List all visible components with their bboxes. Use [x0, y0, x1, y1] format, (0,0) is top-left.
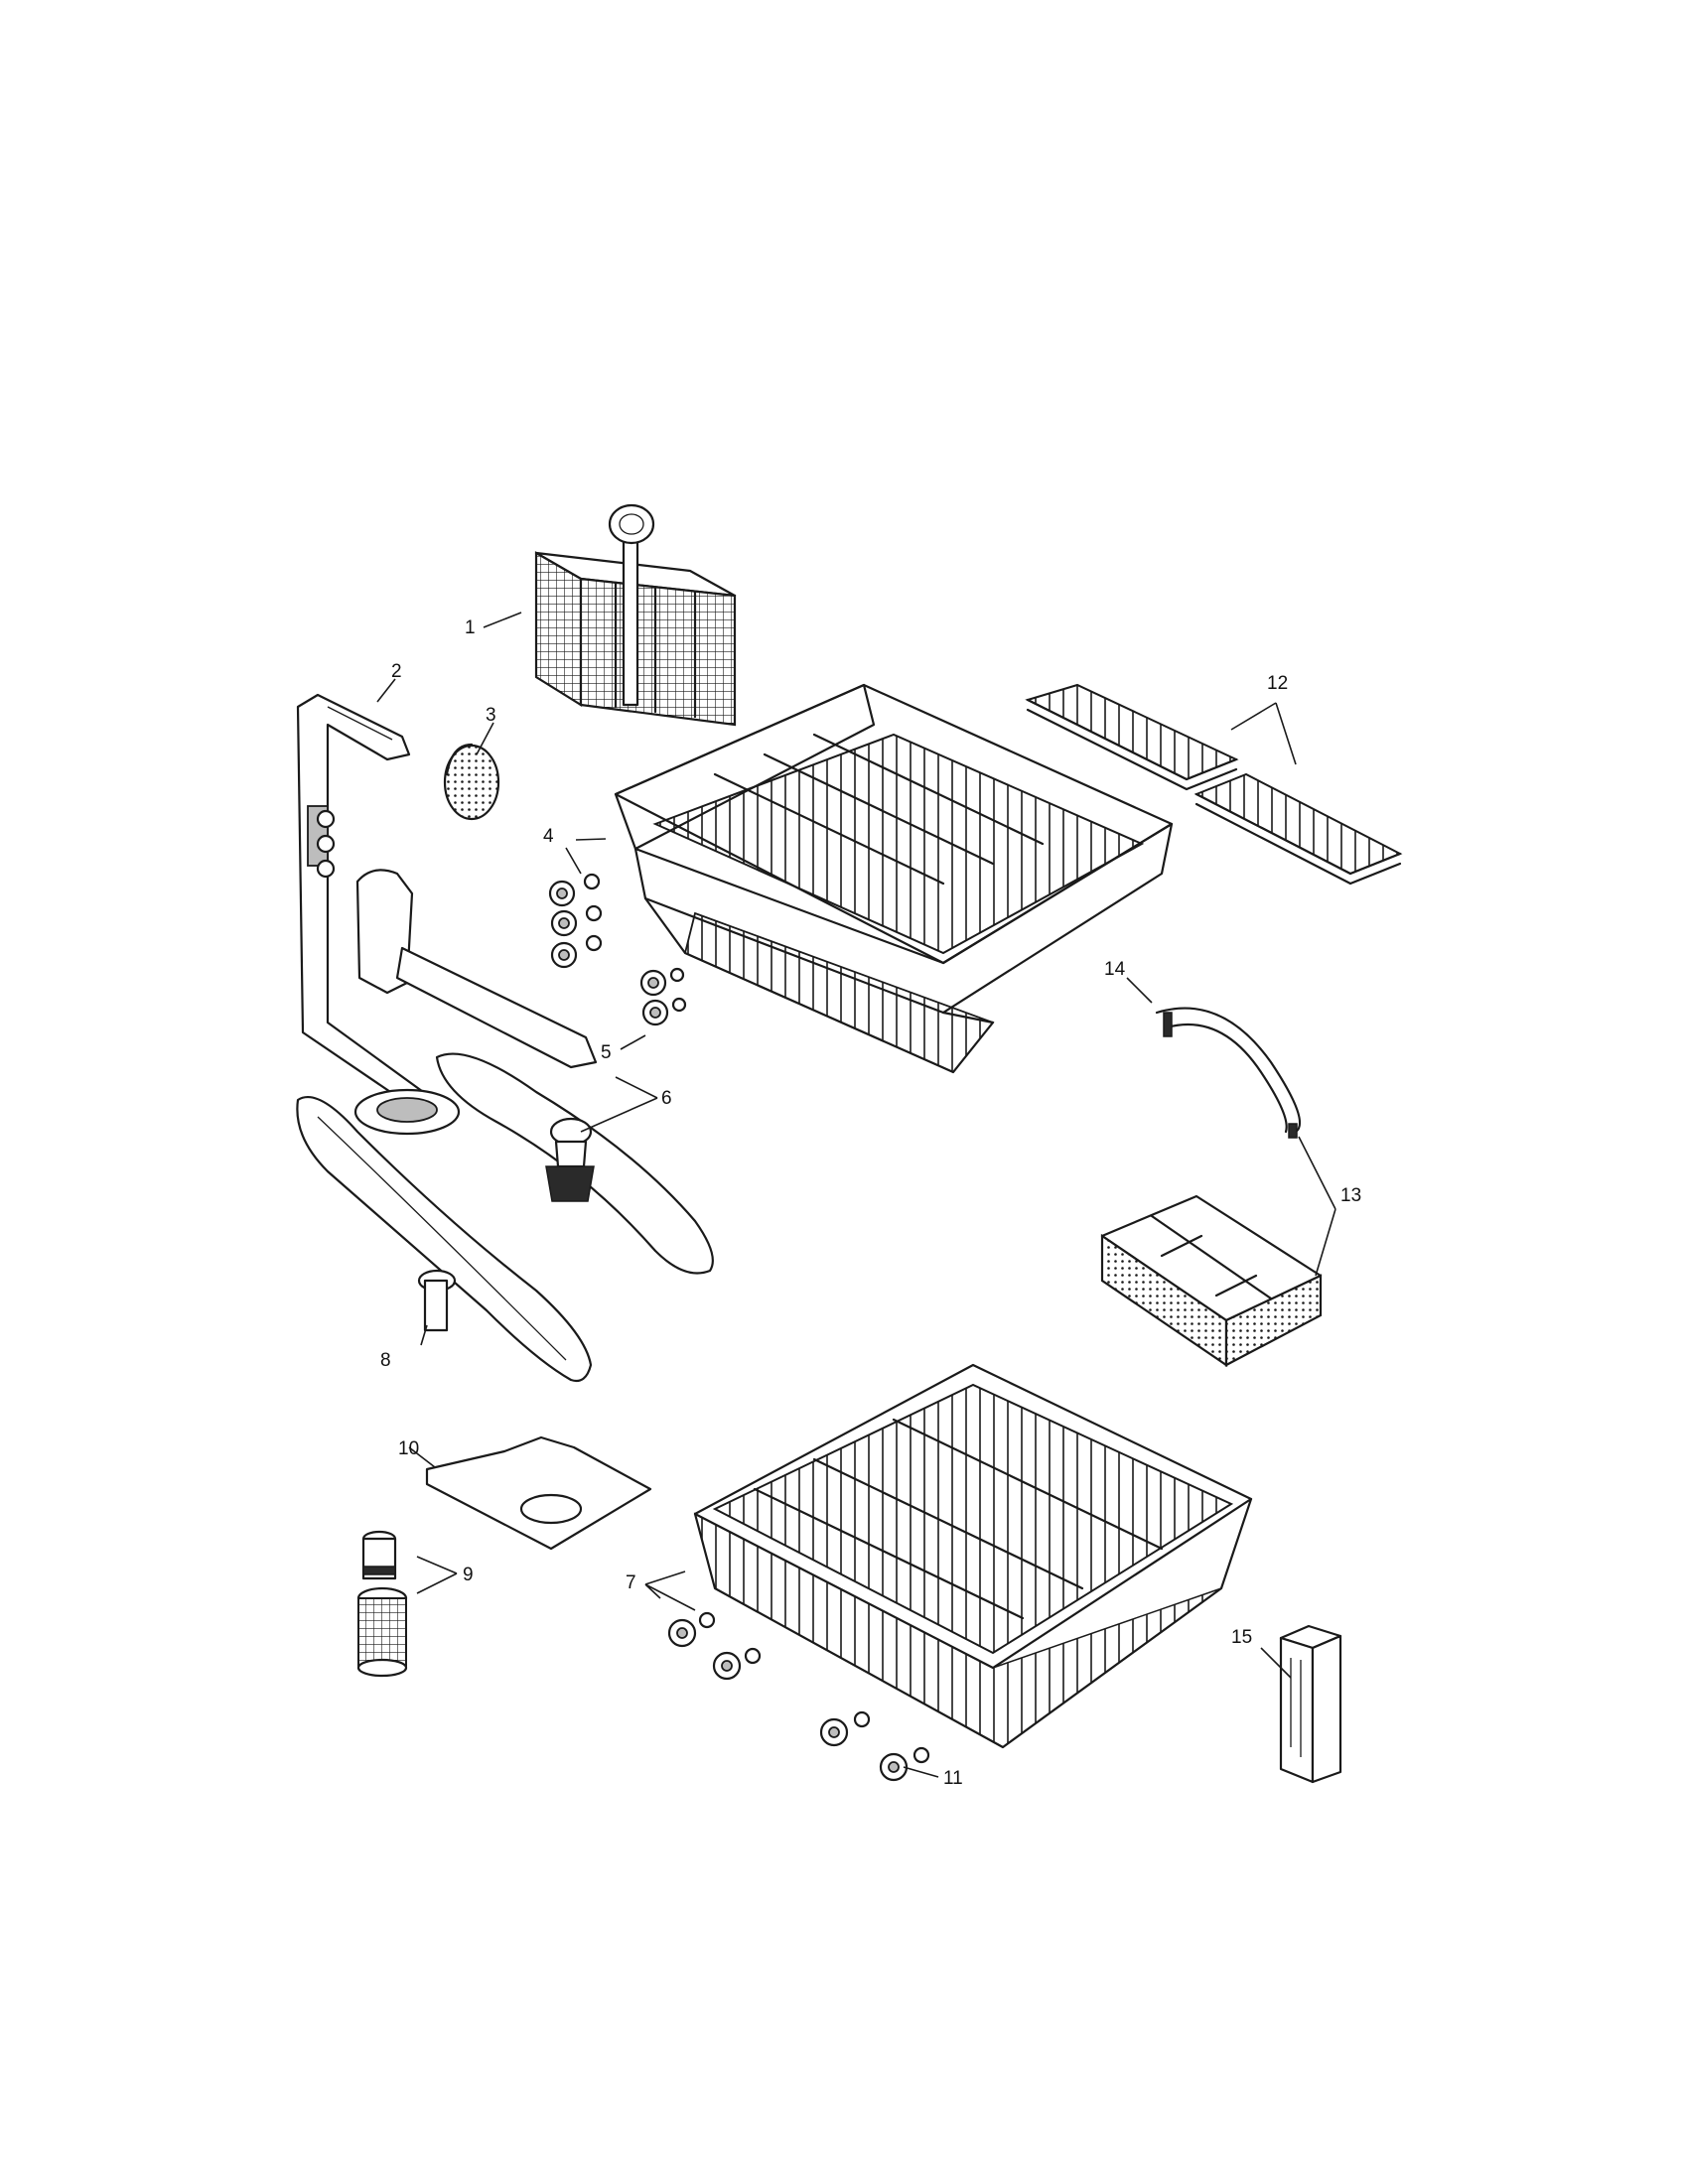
- callout-4: 4: [543, 826, 554, 847]
- leader-lines: [376, 612, 1336, 1778]
- callout-8: 8: [380, 1350, 391, 1371]
- cup-shelves-part: [1025, 683, 1403, 886]
- conduit-tube-part: [296, 693, 461, 1136]
- callout-13: 13: [1340, 1185, 1361, 1206]
- callout-1: 1: [465, 617, 476, 638]
- callout-14: 14: [1104, 959, 1126, 980]
- callout-11: 11: [943, 1768, 963, 1789]
- filter-plate-part: [425, 1435, 652, 1551]
- lower-dish-rack-part: [693, 1363, 1253, 1749]
- small-basket-part: [1100, 1194, 1323, 1368]
- callout-15: 15: [1231, 1627, 1252, 1648]
- silverware-basket-part: [534, 503, 737, 727]
- callout-9: 9: [463, 1565, 474, 1585]
- upper-dish-rack-part: [614, 683, 1174, 1074]
- filter-cylinder-part: [356, 1530, 408, 1678]
- callout-6: 6: [661, 1088, 672, 1109]
- upper-rack-wheels: [548, 873, 687, 1026]
- tall-box-part: [1279, 1624, 1342, 1784]
- callout-7: 7: [626, 1572, 636, 1593]
- callout-5: 5: [601, 1042, 612, 1063]
- filter-disc-part: [443, 743, 500, 821]
- upper-spray-arm-part: [355, 869, 714, 1275]
- basket-handle-part: [1155, 1007, 1302, 1139]
- callout-2: 2: [391, 661, 402, 682]
- lower-spray-arm-part: [296, 1095, 593, 1383]
- callout-10: 10: [398, 1438, 419, 1459]
- callout-12: 12: [1267, 673, 1288, 694]
- callout-3: 3: [486, 705, 496, 726]
- lower-rack-wheels: [667, 1611, 930, 1782]
